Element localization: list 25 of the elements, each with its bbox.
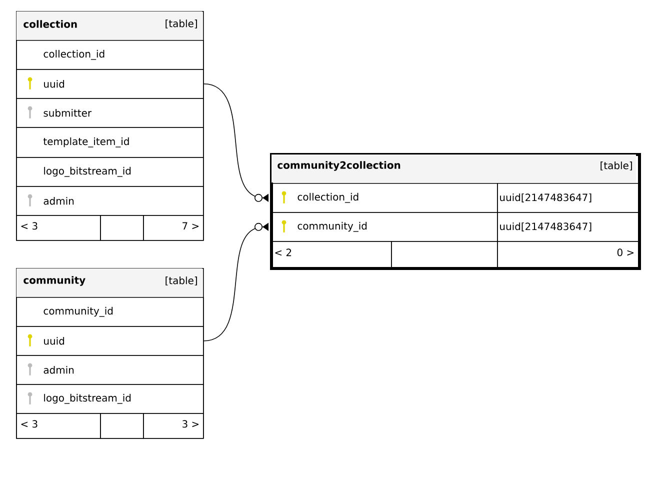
column-cell: admin <box>16 186 204 216</box>
column-cell: community_id <box>16 297 204 327</box>
footer-cell: 7 > <box>143 214 204 241</box>
column-cell: collection_id <box>270 182 498 213</box>
footer-cell: 0 > <box>497 240 639 268</box>
column-cell: submitter <box>16 98 204 128</box>
footer-cell <box>100 413 144 439</box>
footer-cell: < 3 <box>16 413 101 439</box>
relationship-line <box>203 222 268 342</box>
column-cell: logo_bitstream_id <box>16 384 204 414</box>
column-cell: uuid[2147483647] <box>497 182 639 213</box>
relationship-line <box>203 84 268 202</box>
footer-cell: < 2 <box>270 240 392 268</box>
column-cell: template_item_id <box>16 127 204 158</box>
column-cell: community_id <box>270 212 498 242</box>
column-cell: uuid[2147483647] <box>497 212 639 242</box>
column-cell: uuid <box>16 326 204 356</box>
column-cell: uuid <box>16 69 204 99</box>
footer-cell: 3 > <box>143 413 204 439</box>
column-cell: logo_bitstream_id <box>16 157 204 187</box>
footer-cell <box>100 214 144 241</box>
column-cell: collection_id <box>16 40 204 70</box>
footer-cell <box>391 240 498 268</box>
footer-cell: < 3 <box>16 214 101 241</box>
column-cell: admin <box>16 355 204 385</box>
